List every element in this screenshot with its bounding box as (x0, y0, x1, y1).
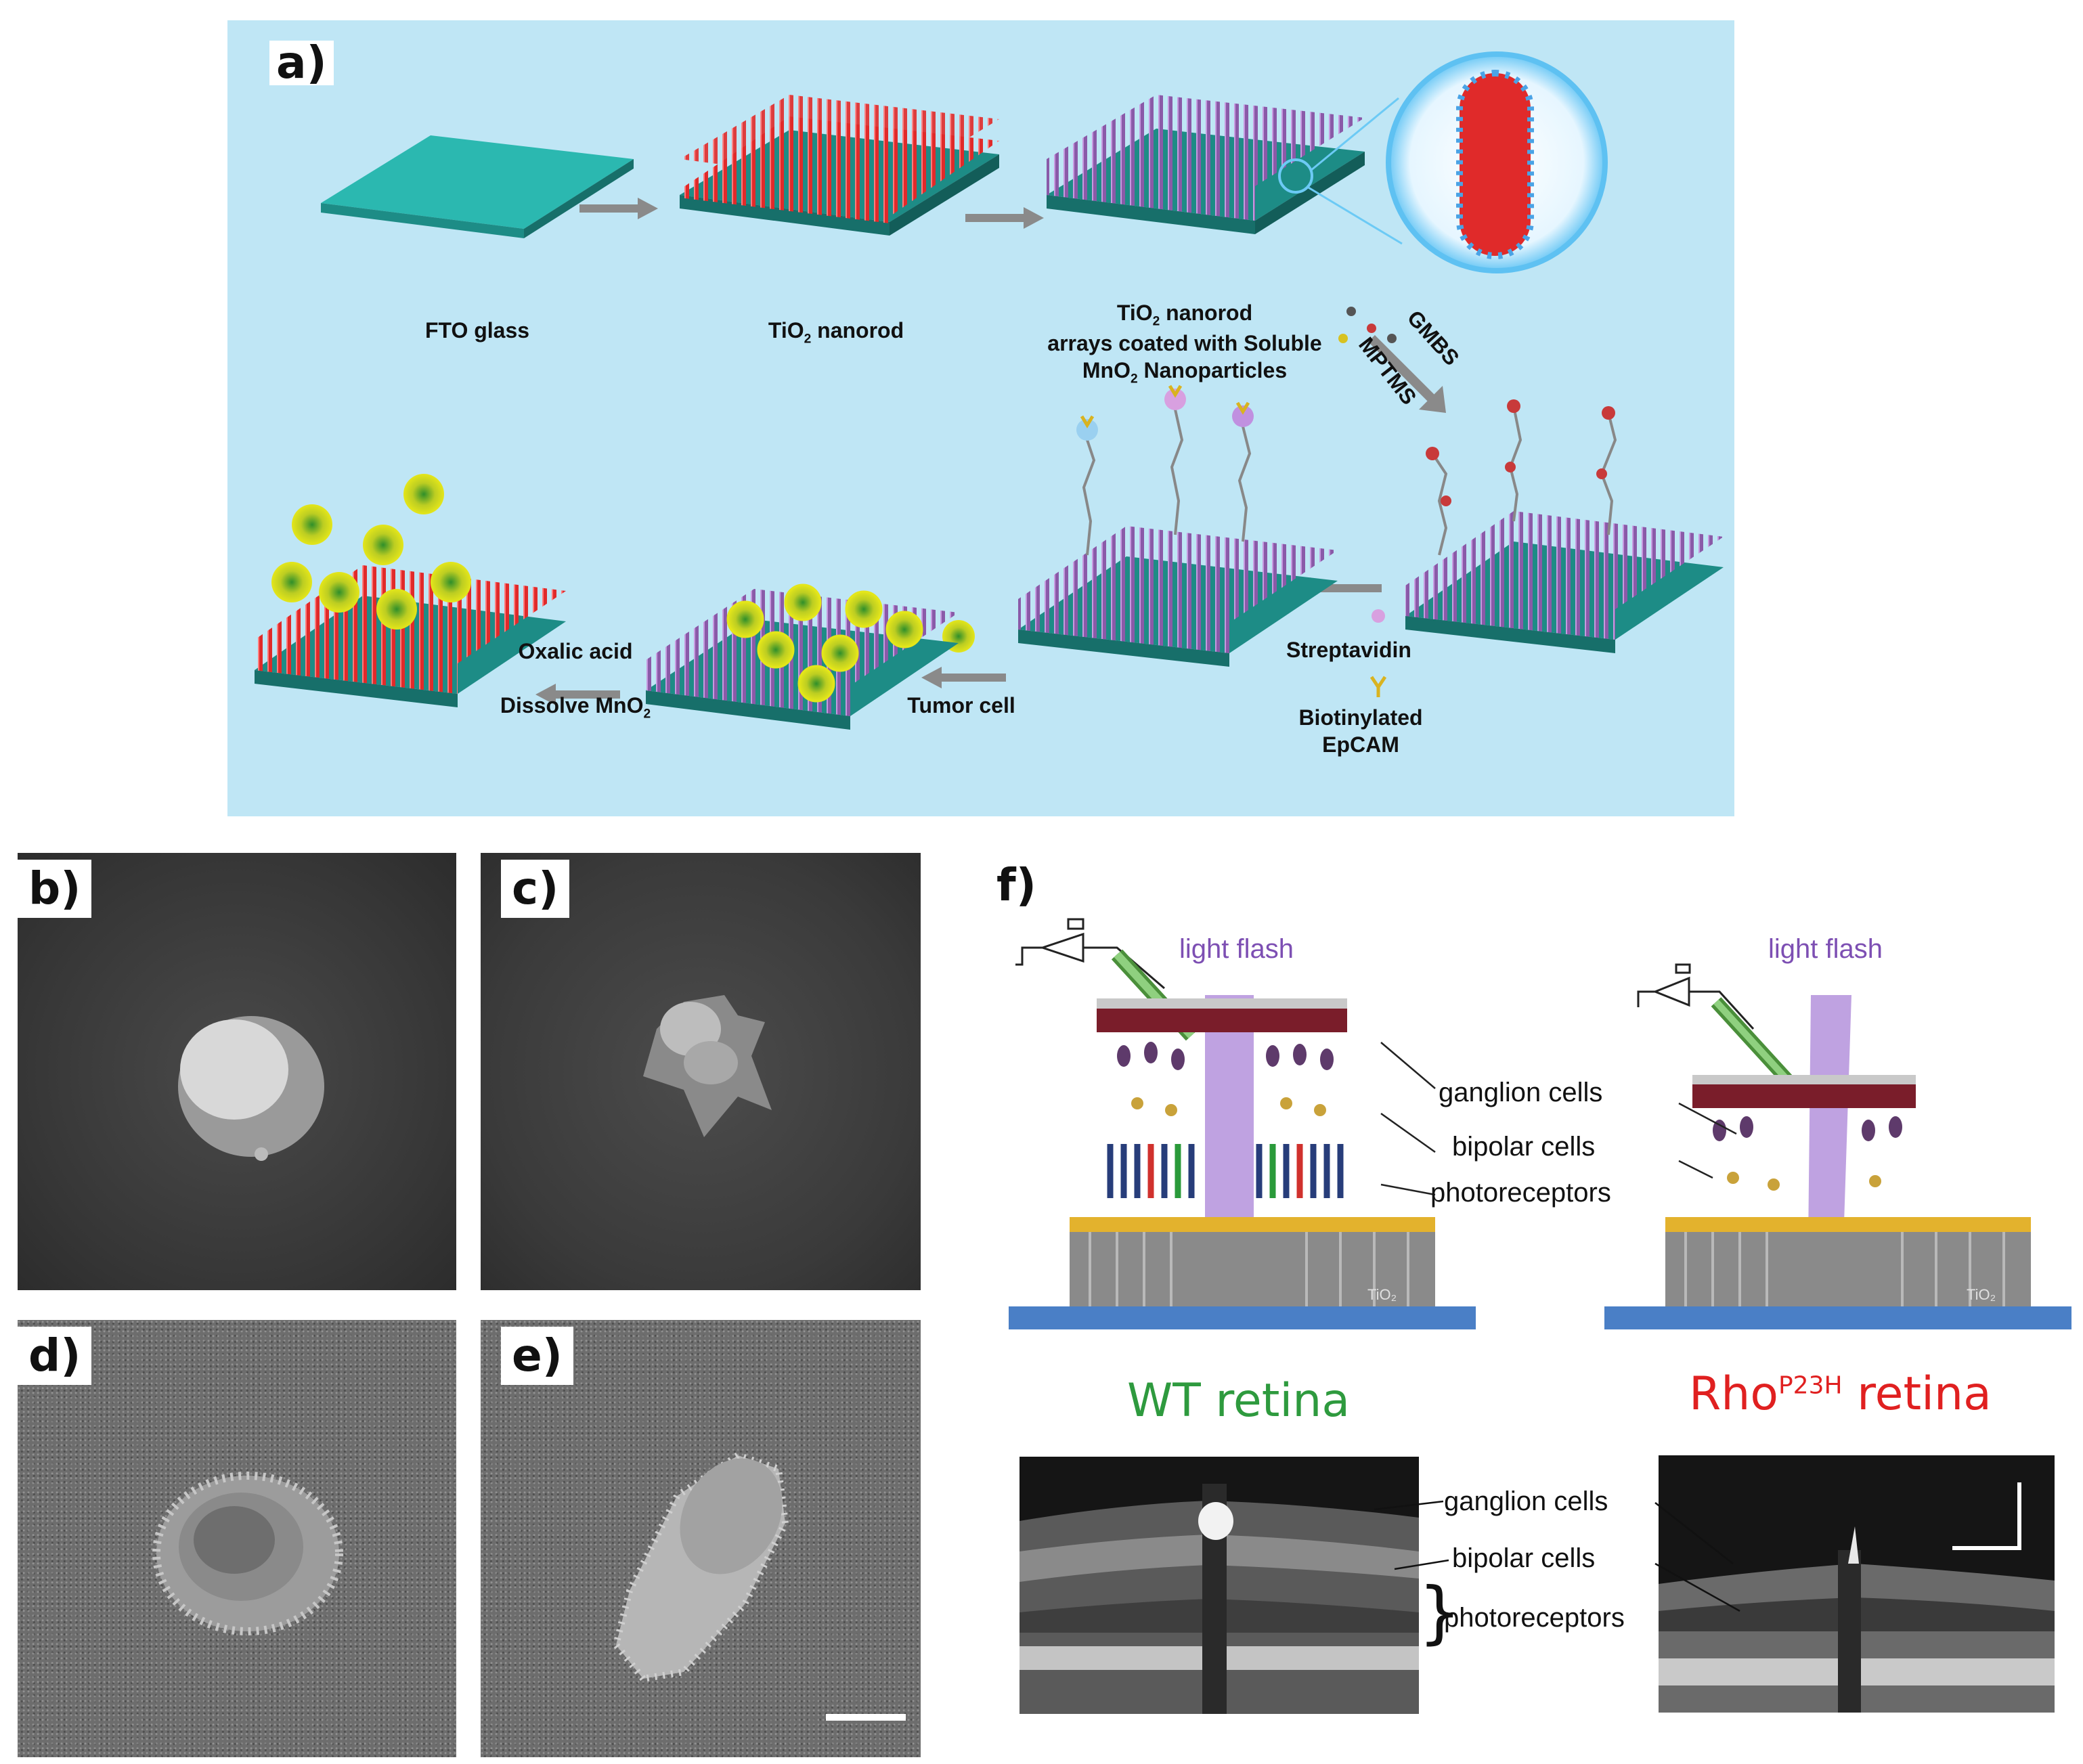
oct-rho-layers (1659, 1482, 2055, 1713)
label-dissolve-mno2: Dissolve MnO2 (487, 692, 663, 722)
captured-cells-array (646, 583, 959, 730)
coated-line1-sub: 2 (1152, 314, 1160, 329)
panel-d-cell (152, 1472, 343, 1635)
arrow-2 (965, 207, 1044, 229)
coated-line-1: TiO2 nanorod (1029, 299, 1340, 330)
label-light-flash-left: light flash (1179, 934, 1294, 964)
rho-retina-schematic (1604, 963, 2071, 1329)
panel-d-letter: d) (18, 1327, 92, 1385)
label-oxalic-acid: Oxalic acid (518, 639, 633, 663)
oct-brace: } (1418, 1572, 1462, 1652)
oct-scale-bar (1952, 1482, 2021, 1550)
panel-a-letter: a) (269, 41, 334, 85)
label-fto-glass: FTO glass (424, 318, 530, 343)
panel-f-schematic (1009, 918, 2071, 1329)
title-wt-retina: WT retina (1127, 1374, 1351, 1428)
panel-a-schematic (255, 51, 1724, 730)
oct-rho (1659, 1455, 2055, 1713)
arrow-1 (579, 198, 658, 219)
zoom-magnifier (1278, 51, 1608, 273)
coated-line3-suffix: Nanoparticles (1137, 358, 1288, 383)
label-tio2-left: TiO₂ (1367, 1286, 1397, 1303)
label-tio2-right: TiO₂ (1967, 1286, 1996, 1303)
functionalization-arrow (1338, 307, 1446, 413)
oxalic-arrow (535, 684, 620, 705)
oct-label-photoreceptors: photoreceptors (1444, 1603, 1625, 1633)
panel-d-sem (18, 1320, 456, 1757)
label-streptavidin: Streptavidin (1286, 638, 1411, 662)
dissolve-sub: 2 (643, 707, 651, 722)
coated-line-2: arrays coated with Soluble (1047, 331, 1322, 356)
oct-wt-layers (1019, 1484, 1419, 1714)
rho-sup: P23H (1778, 1371, 1843, 1400)
coated-line3-prefix: MnO (1082, 358, 1131, 383)
panel-e-cell (612, 1451, 906, 1721)
dissolve-prefix: Dissolve MnO (500, 693, 644, 718)
tio2-nanorod-array (680, 95, 999, 236)
panel-e-sem (481, 1320, 921, 1757)
rho-suffix: retina (1842, 1367, 1992, 1421)
panel-b-sem (18, 853, 456, 1290)
coated-line1-prefix: TiO (1116, 301, 1153, 325)
fto-glass-slab (321, 135, 634, 238)
label-coated-array: TiO2 nanorod arrays coated with Soluble … (1029, 299, 1340, 388)
coated-line1-suffix: nanorod (1160, 301, 1253, 325)
label-light-flash-right: light flash (1768, 934, 1883, 964)
panel-f-letter: f) (990, 863, 1043, 908)
label-tio2-nanorod: TiO2 nanorod (751, 317, 921, 347)
tio2-prefix: TiO (768, 318, 804, 343)
label-biotinylated: Biotinylated (1298, 705, 1423, 730)
oct-label-ganglion: ganglion cells (1444, 1486, 1608, 1516)
panel-b-letter: b) (18, 860, 92, 918)
antibody-array (1018, 384, 1338, 667)
scale-bar (826, 1714, 906, 1721)
oct-wt (1019, 1457, 1419, 1714)
tio2-sub: 2 (804, 332, 812, 347)
label-ganglion-cells: ganglion cells (1439, 1078, 1603, 1107)
tio2-suffix: nanorod (811, 318, 904, 343)
label-biotinylated-epcam: Biotinylated EpCAM (1286, 704, 1435, 758)
coated-nanorod-array (1047, 95, 1365, 234)
panel-c-cell (643, 995, 772, 1137)
coated-line3-sub: 2 (1130, 372, 1138, 387)
label-epcam: EpCAM (1322, 732, 1399, 757)
coated-line-3: MnO2 Nanoparticles (1029, 357, 1340, 387)
wt-retina-schematic (1009, 918, 1476, 1329)
oct-label-bipolar: bipolar cells (1452, 1543, 1596, 1573)
label-bipolar-cells: bipolar cells (1452, 1132, 1596, 1162)
label-tumor-cell: Tumor cell (907, 693, 1015, 718)
rho-prefix: Rho (1689, 1367, 1778, 1421)
panel-c-sem (481, 853, 921, 1290)
tumor-cell-arrow (921, 620, 1006, 688)
title-rho-retina: RhoP23H retina (1689, 1367, 1992, 1421)
linker-array (1405, 399, 1724, 653)
label-photoreceptors: photoreceptors (1430, 1178, 1611, 1208)
oct-leader-lines (1374, 1500, 1740, 1612)
panel-c-letter: c) (501, 860, 570, 918)
panel-e-letter: e) (501, 1327, 573, 1385)
panel-b-cell (178, 1016, 324, 1161)
released-cells-array (255, 474, 566, 707)
